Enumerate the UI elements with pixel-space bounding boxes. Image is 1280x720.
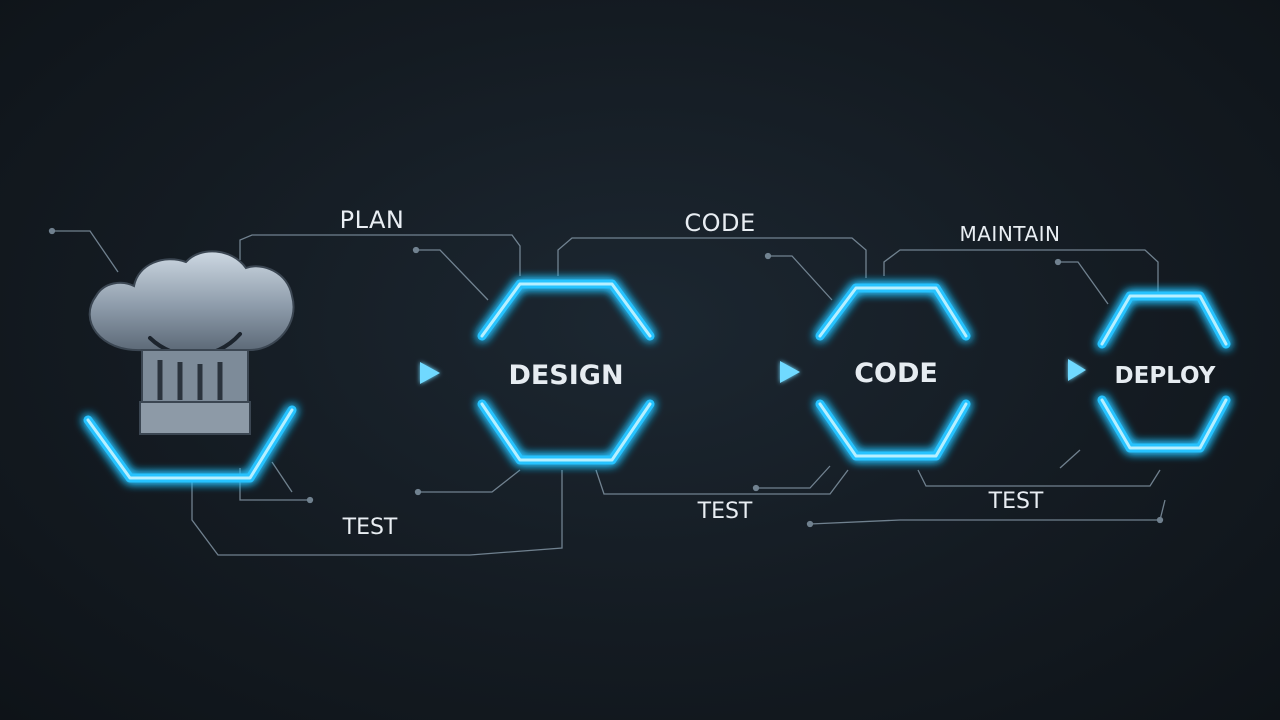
circuit-lines [48,227,1166,556]
label-test-1: TEST [342,515,398,540]
arrow-design-to-code [668,361,800,383]
chef-hat-icon [88,250,295,435]
label-code-top: CODE [684,209,755,237]
arrow-start-to-design [305,362,440,384]
node-deploy: DEPLOY [1097,291,1231,453]
arrow-code-to-deploy [976,359,1086,381]
label-maintain: MAINTAIN [959,222,1060,246]
node-design-label: DESIGN [508,360,623,391]
node-code-label: CODE [854,358,938,389]
node-start [83,250,297,483]
node-deploy-label: DEPLOY [1115,363,1216,389]
node-design: DESIGN [477,279,655,465]
flow-arrows [305,359,1086,384]
label-test-2: TEST [697,499,753,524]
node-code: CODE [815,283,971,461]
label-test-3: TEST [988,489,1044,514]
label-plan: PLAN [340,206,405,234]
